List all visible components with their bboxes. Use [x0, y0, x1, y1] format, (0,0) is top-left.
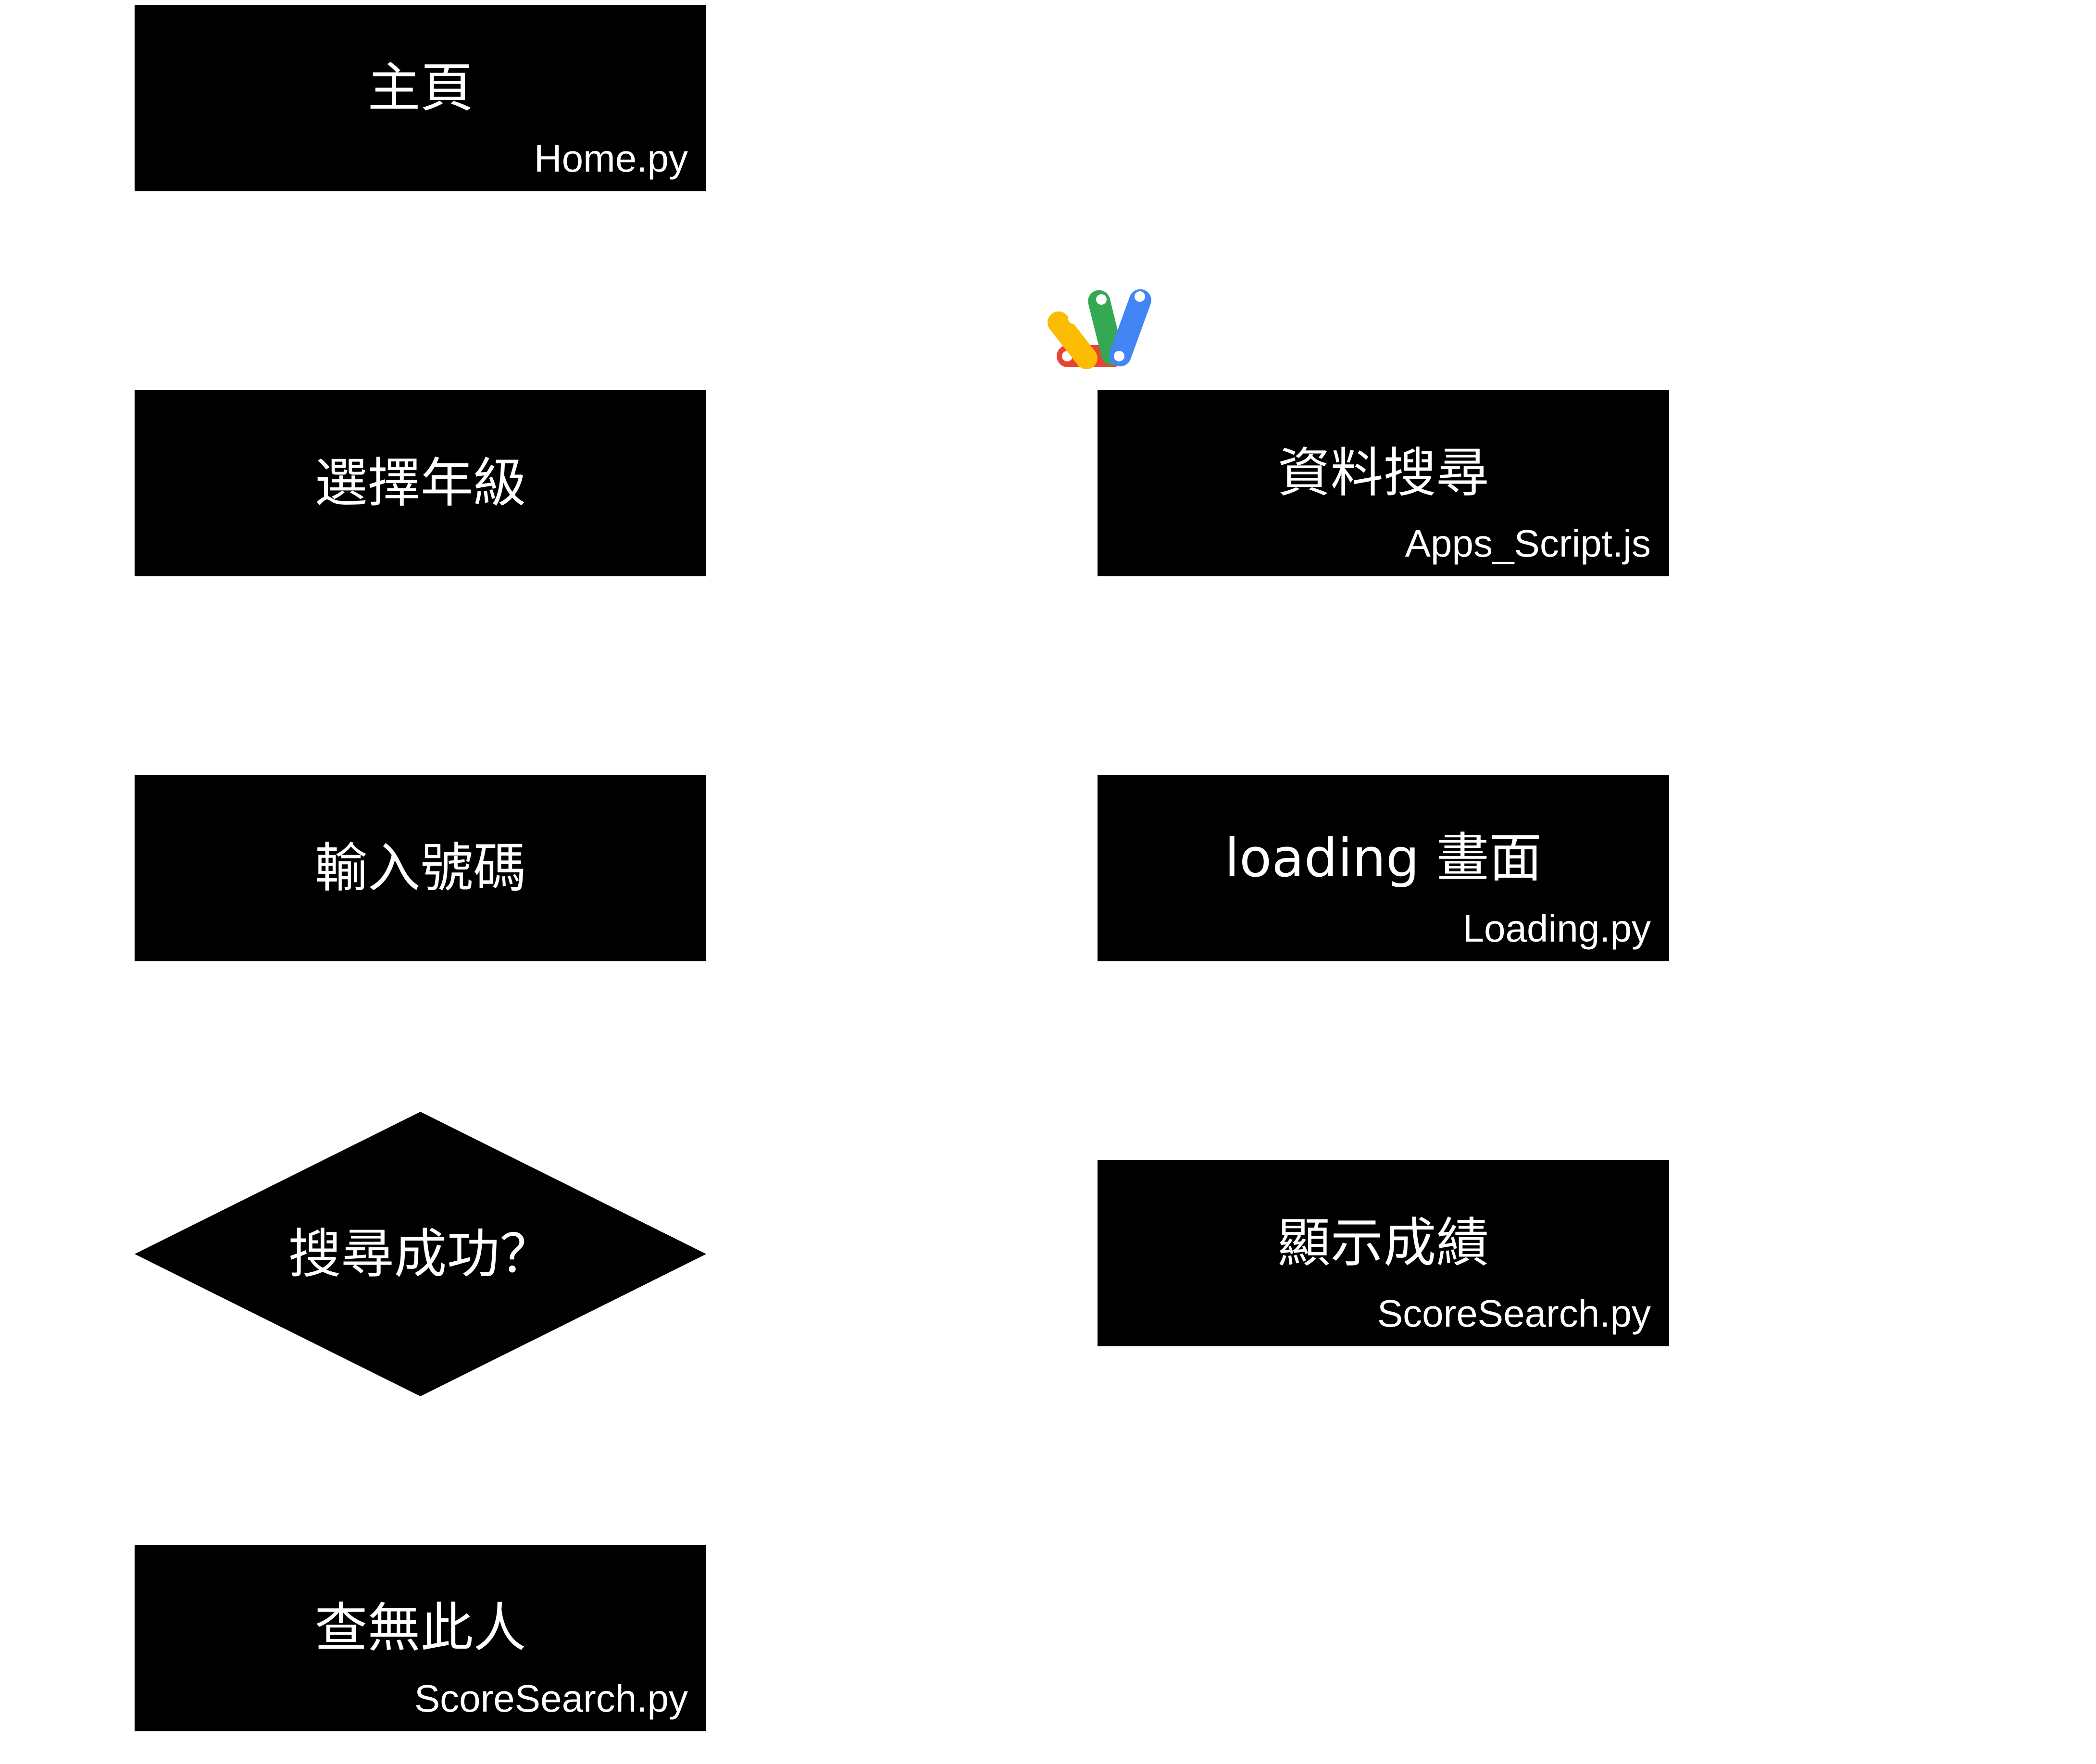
select-grade-node-title: 選擇年級	[314, 452, 526, 514]
search-success-decision: 搜尋成功？	[135, 1112, 706, 1396]
show-score-node: 顯示成績 ScoreSearch.py	[1098, 1160, 1669, 1346]
show-score-node-file: ScoreSearch.py	[1377, 1292, 1651, 1335]
loading-node-file: Loading.py	[1462, 907, 1651, 950]
home-node-title: 主頁	[367, 57, 474, 119]
data-search-node: 資料搜尋 Apps_Script.js	[1098, 390, 1669, 576]
home-node-file: Home.py	[534, 137, 688, 180]
input-number-node: 輸入號碼	[135, 775, 706, 961]
input-number-node-title: 輸入號碼	[314, 837, 526, 899]
data-search-node-file: Apps_Script.js	[1405, 522, 1651, 565]
select-grade-node: 選擇年級	[135, 390, 706, 576]
loading-node: loading 畫面 Loading.py	[1098, 775, 1669, 961]
not-found-node-file: ScoreSearch.py	[414, 1677, 688, 1720]
not-found-node: 查無此人 ScoreSearch.py	[135, 1545, 706, 1731]
google-apps-script-icon	[1047, 284, 1155, 370]
show-score-node-title: 顯示成績	[1277, 1212, 1489, 1274]
loading-node-title: loading 畫面	[1224, 827, 1542, 889]
not-found-node-title: 查無此人	[314, 1597, 526, 1659]
decision-title: 搜尋成功？	[288, 1223, 553, 1285]
decision-diamond-shape	[135, 1112, 706, 1396]
home-node: 主頁 Home.py	[135, 5, 706, 191]
data-search-node-title: 資料搜尋	[1277, 442, 1489, 504]
